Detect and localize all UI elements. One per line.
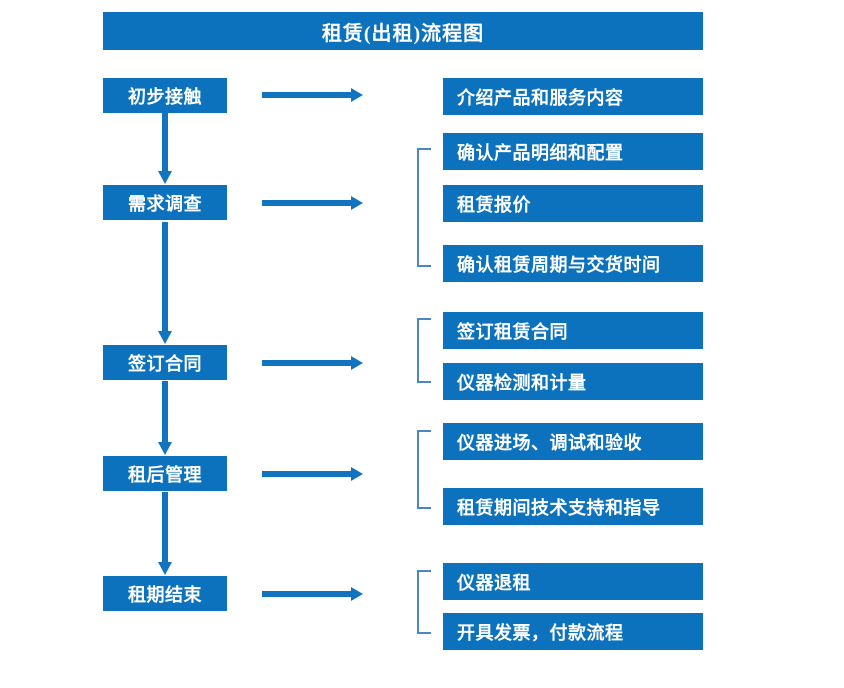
- horizontal-arrow-1: [262, 85, 364, 105]
- detail-box-3[interactable]: 租赁报价: [443, 185, 703, 222]
- group-bracket-2: [417, 318, 431, 383]
- stage-box-5[interactable]: 租期结束: [103, 576, 227, 611]
- horizontal-arrow-5: [262, 584, 364, 604]
- group-bracket-4: [417, 570, 431, 634]
- vertical-arrow-3: [155, 381, 175, 456]
- group-bracket-1: [417, 148, 431, 267]
- detail-box-9[interactable]: 仪器退租: [443, 563, 703, 600]
- detail-box-6[interactable]: 仪器检测和计量: [443, 363, 703, 400]
- detail-box-7[interactable]: 仪器进场、调试和验收: [443, 423, 703, 460]
- vertical-arrow-4: [155, 492, 175, 576]
- stage-box-3[interactable]: 签订合同: [103, 345, 227, 380]
- detail-box-8[interactable]: 租赁期间技术支持和指导: [443, 488, 703, 525]
- stage-box-1[interactable]: 初步接触: [103, 78, 227, 113]
- horizontal-arrow-4: [262, 464, 364, 484]
- detail-box-4[interactable]: 确认租赁周期与交货时间: [443, 245, 703, 282]
- horizontal-arrow-3: [262, 353, 364, 373]
- group-bracket-3: [417, 430, 431, 509]
- horizontal-arrow-2: [262, 193, 364, 213]
- stage-box-4[interactable]: 租后管理: [103, 456, 227, 491]
- vertical-arrow-1: [155, 113, 175, 185]
- detail-box-5[interactable]: 签订租赁合同: [443, 312, 703, 349]
- stage-box-2[interactable]: 需求调查: [103, 185, 227, 220]
- detail-box-2[interactable]: 确认产品明细和配置: [443, 133, 703, 170]
- detail-box-1[interactable]: 介绍产品和服务内容: [443, 78, 703, 115]
- detail-box-10[interactable]: 开具发票，付款流程: [443, 613, 703, 650]
- vertical-arrow-2: [155, 222, 175, 345]
- chart-title: 租赁(出租)流程图: [103, 12, 703, 50]
